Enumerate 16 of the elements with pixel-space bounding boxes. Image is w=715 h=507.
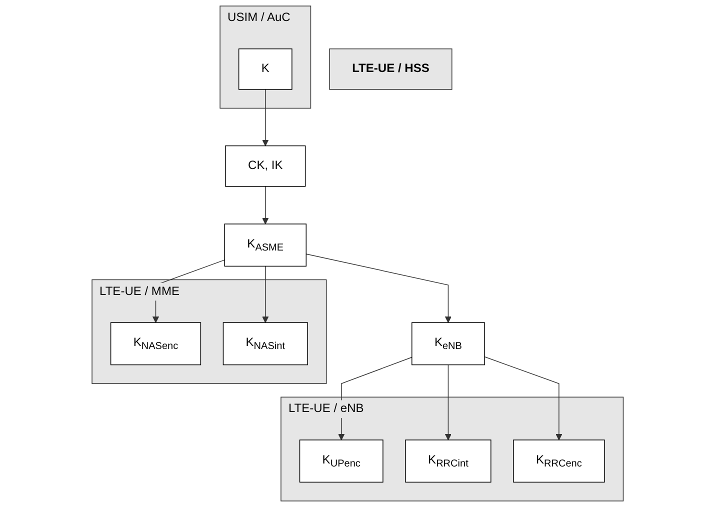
node-box: K$_{ASME}$ (224, 224, 306, 267)
node-box: CK, IK (224, 145, 306, 187)
arrow (262, 89, 269, 146)
arrow (444, 364, 452, 440)
node-box: K$_{RRCenc}$ (512, 440, 605, 483)
arrow (306, 254, 452, 323)
node-box: K$_{UPenc}$ (299, 440, 384, 483)
arrow (262, 186, 269, 224)
node-box: K$_{RRCint}$ (405, 440, 492, 483)
node-box: K$_{NASint}$ (222, 322, 308, 366)
arrow (262, 266, 269, 323)
node-box: LTE-UE / HSS (329, 48, 452, 90)
node-box: K (238, 48, 292, 90)
arrow (484, 356, 562, 440)
node-box: K$_{eNB}$ (411, 322, 485, 366)
node-box: K$_{NASenc}$ (110, 322, 201, 366)
